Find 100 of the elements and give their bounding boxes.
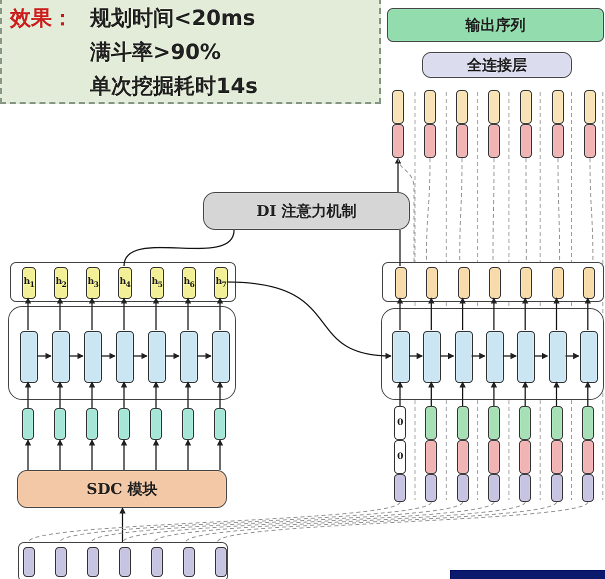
hidden-state-cell [54, 267, 68, 299]
vector-cell [520, 90, 532, 124]
dashed-line [398, 158, 414, 262]
vector-cell [519, 406, 532, 440]
vector-cell [456, 440, 469, 474]
vector-cell [394, 406, 406, 440]
arrow [396, 297, 404, 330]
module-box [17, 470, 227, 508]
lstm-cell [148, 331, 166, 383]
vector-cell [150, 408, 162, 440]
arrow [584, 297, 592, 330]
box-label: h$_{5}$ [152, 277, 162, 289]
vector-cell [582, 474, 594, 502]
lstm-cell [454, 331, 473, 383]
vector-cell [23, 547, 35, 577]
arrow [184, 439, 192, 470]
arrow [409, 352, 424, 360]
arrow [428, 297, 435, 330]
dashed-line [186, 502, 557, 542]
vector-cell [425, 440, 438, 474]
vector-cell [520, 124, 532, 158]
hidden-state-cell [86, 267, 100, 299]
arrow [24, 297, 32, 330]
arrow [226, 281, 392, 359]
box-label: h$_{7}$ [216, 277, 226, 289]
arrow [534, 352, 548, 360]
arrow [119, 507, 126, 542]
group-box [381, 308, 604, 400]
vector-cell [550, 474, 562, 502]
result-heading: 效果： [10, 5, 73, 32]
vector-cell [552, 267, 564, 299]
arrow [56, 439, 64, 470]
arrow [584, 381, 592, 406]
vector-cell [488, 474, 500, 502]
arrow [216, 297, 224, 330]
box-label: 0 [397, 452, 403, 462]
vector-cell [87, 547, 99, 577]
vector-cell [182, 408, 194, 440]
vector-cell [215, 547, 227, 577]
arrow [24, 439, 32, 470]
vector-cell [582, 267, 595, 299]
group-box [10, 262, 236, 302]
vector-cell [519, 474, 532, 502]
box-label: 输出序列 [466, 16, 526, 34]
vector-cell [424, 124, 436, 158]
arrow [440, 352, 454, 360]
lstm-cell [548, 331, 566, 383]
vector-cell [22, 408, 34, 440]
arrow [133, 352, 148, 360]
box-label: 0 [397, 418, 403, 428]
arrow [24, 381, 32, 408]
lstm-cell [20, 331, 38, 383]
vector-cell [488, 267, 501, 299]
lstm-cell [392, 331, 410, 383]
vector-cell [118, 408, 130, 440]
vector-cell [425, 474, 438, 502]
arrow [490, 381, 498, 406]
lstm-cell [212, 331, 230, 383]
arrow [553, 381, 560, 406]
arrow [459, 297, 466, 330]
vector-cell [488, 124, 500, 158]
vector-cell [582, 440, 594, 474]
arrow [69, 352, 84, 360]
dashed-line [60, 502, 432, 542]
box-label: SDC 模块 [86, 480, 158, 498]
arrow [56, 381, 64, 408]
lstm-cell [116, 331, 134, 383]
vector-cell [395, 267, 407, 299]
arrow [37, 352, 52, 360]
vector-cell [552, 124, 564, 158]
box-label: h$_{2}$ [56, 277, 66, 289]
vector-cell [552, 90, 564, 124]
vector-cell [119, 547, 131, 577]
arrow [522, 297, 528, 330]
vector-cell [519, 440, 532, 474]
vector-cell [550, 440, 562, 474]
lstm-cell [423, 331, 442, 383]
arrow [88, 439, 96, 470]
result-line: 满斗率>90% [90, 39, 221, 66]
vector-cell [394, 474, 406, 502]
dashed-line [526, 158, 527, 262]
arrow [502, 352, 518, 360]
lstm-cell [486, 331, 504, 383]
vector-cell [151, 547, 163, 577]
dashed-line [122, 502, 494, 542]
arrow [522, 381, 528, 406]
arrow [216, 381, 224, 408]
hidden-state-cell [182, 267, 196, 299]
vector-cell [425, 406, 438, 440]
vector-cell [456, 124, 468, 158]
arrow [152, 381, 160, 408]
vector-cell [458, 267, 470, 299]
arrow [88, 297, 96, 330]
vector-cell [582, 406, 594, 440]
dashed-line [590, 158, 594, 262]
arrow [394, 157, 402, 192]
arrow [120, 297, 128, 330]
arrow [428, 381, 435, 406]
vector-cell [584, 124, 596, 158]
arrow [120, 381, 128, 408]
